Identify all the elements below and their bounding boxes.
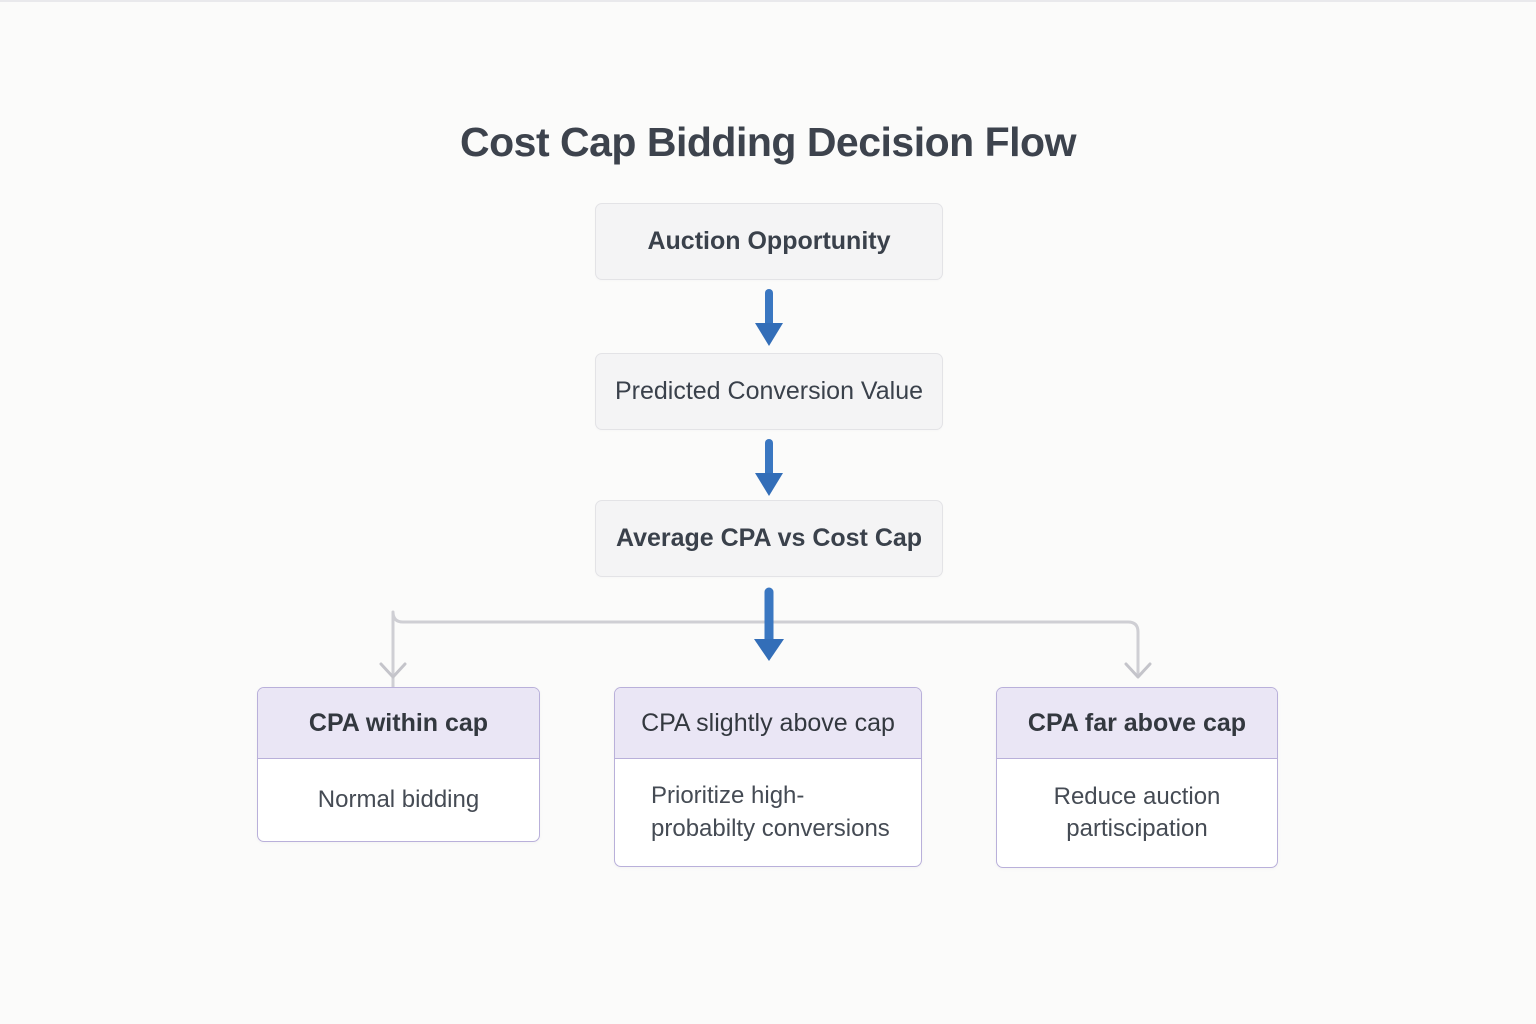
top-edge-divider xyxy=(0,0,1536,2)
branch-header-label: CPA within cap xyxy=(308,708,489,737)
arrow-head xyxy=(755,323,783,346)
arrow-head-left xyxy=(379,662,407,679)
branch-header: CPA within cap xyxy=(258,688,539,759)
branch-header-label: CPA far above cap xyxy=(1027,708,1247,737)
branch-action: Normal bidding xyxy=(317,785,480,813)
flow-node-auction-opportunity: Auction Opportunity xyxy=(595,203,943,280)
branch-action: Reduce auction partiscipation xyxy=(1053,782,1221,842)
branch-header: CPA far above cap xyxy=(997,688,1277,759)
branch-split-arrow-icon xyxy=(379,587,1152,690)
branch-header: CPA slightly above cap xyxy=(615,688,921,759)
arrow-down-icon xyxy=(755,439,783,496)
arrow-down-icon xyxy=(755,289,783,346)
branch-card-cpa-within-cap: CPA within cap Normal bidding xyxy=(257,687,540,842)
arrow-head xyxy=(755,473,783,496)
branch-card-cpa-slightly-above-cap: CPA slightly above cap Prioritize high-p… xyxy=(614,687,922,867)
flow-node-predicted-conversion-value: Predicted Conversion Value xyxy=(595,353,943,430)
branch-action: Prioritize high-probabilty conversions xyxy=(651,782,890,842)
arrow-head-right xyxy=(1124,662,1152,679)
page-title: Cost Cap Bidding Decision Flow xyxy=(460,119,1076,166)
flow-node-label: Average CPA vs Cost Cap xyxy=(615,524,923,552)
branch-card-cpa-far-above-cap: CPA far above cap Reduce auction partisc… xyxy=(996,687,1278,868)
flow-node-average-cpa-vs-cost-cap: Average CPA vs Cost Cap xyxy=(595,500,943,577)
flow-node-label: Auction Opportunity xyxy=(647,227,891,255)
arrow-head-center xyxy=(754,639,784,661)
branch-header-label: CPA slightly above cap xyxy=(641,708,895,737)
flow-node-label: Predicted Conversion Value xyxy=(614,377,924,405)
